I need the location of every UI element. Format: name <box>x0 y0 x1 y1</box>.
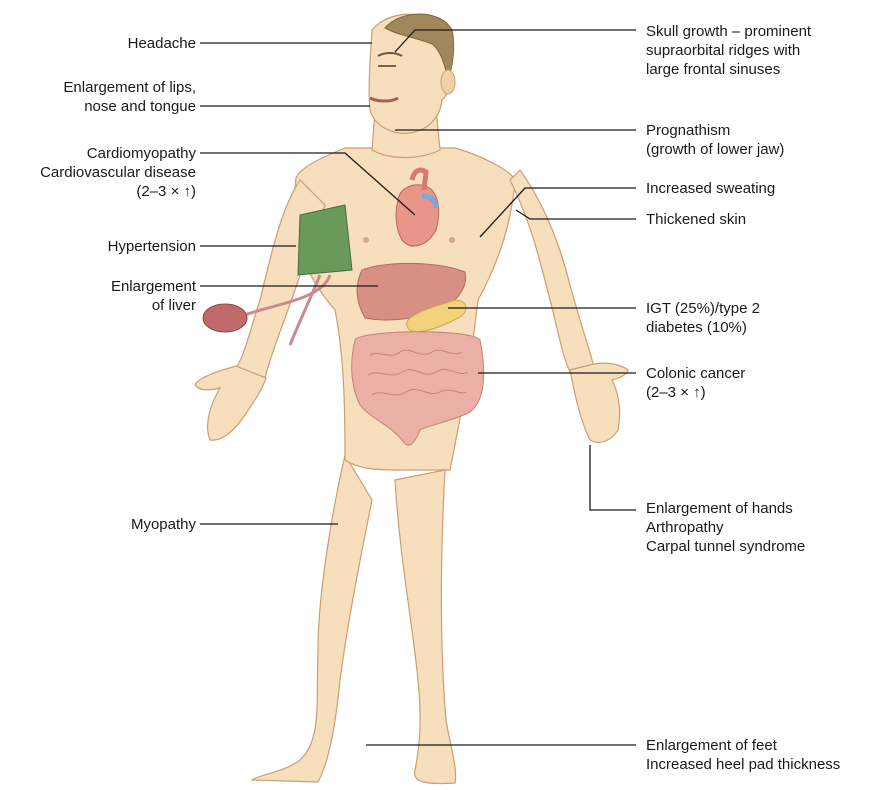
right-leg <box>395 470 456 784</box>
label-sweating: Increased sweating <box>646 179 775 198</box>
label-hypertension: Hypertension <box>108 237 196 256</box>
left-hand <box>195 366 266 440</box>
bp-bulb <box>203 304 247 332</box>
label-colonic: Colonic cancer (2–3 × ↑) <box>646 364 745 402</box>
right-hand <box>570 363 628 442</box>
right-arm <box>510 170 595 372</box>
label-cardio: Cardiomyopathy Cardiovascular disease (2… <box>40 144 196 201</box>
bp-cuff <box>298 205 352 275</box>
label-liver: Enlargement of liver <box>111 277 196 315</box>
label-skin: Thickened skin <box>646 210 746 229</box>
label-myopathy: Myopathy <box>131 515 196 534</box>
label-hands: Enlargement of hands Arthropathy Carpal … <box>646 499 805 556</box>
label-igt: IGT (25%)/type 2 diabetes (10%) <box>646 299 760 337</box>
ear <box>441 70 455 94</box>
left-arm <box>235 180 325 378</box>
label-headache: Headache <box>128 34 196 53</box>
label-lips: Enlargement of lips, nose and tongue <box>63 78 196 116</box>
label-feet: Enlargement of feet Increased heel pad t… <box>646 736 840 774</box>
label-skull: Skull growth – prominent supraorbital ri… <box>646 22 811 79</box>
label-prognathism: Prognathism (growth of lower jaw) <box>646 121 784 159</box>
left-leg <box>252 455 372 782</box>
